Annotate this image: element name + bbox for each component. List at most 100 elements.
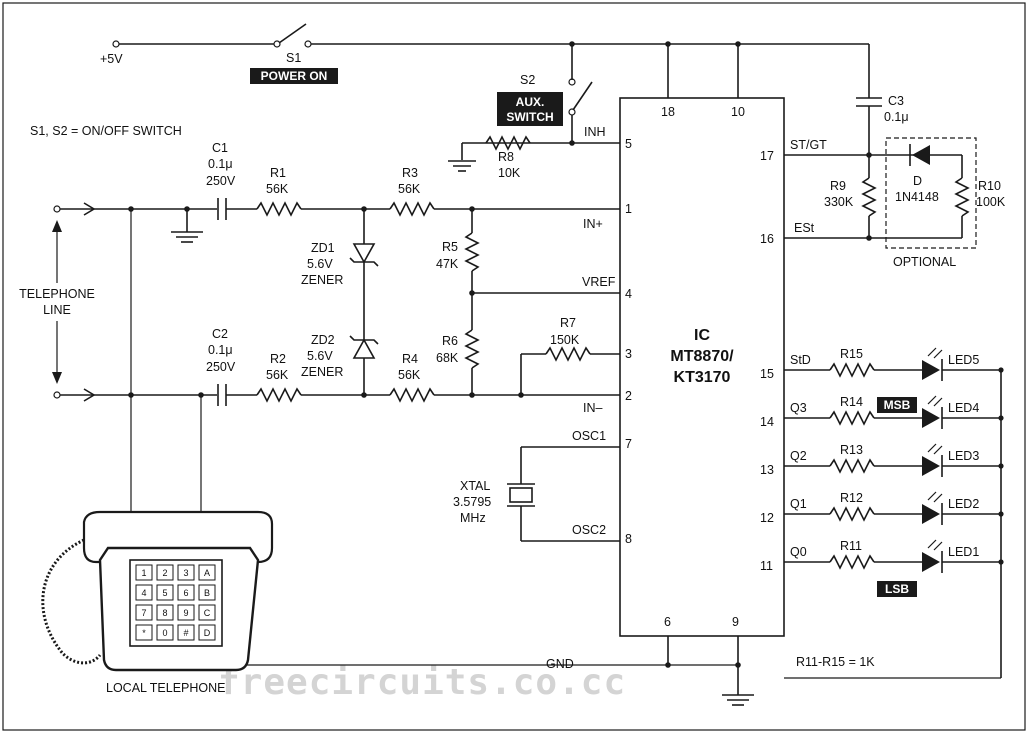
r6-name: R6 bbox=[442, 334, 458, 348]
r2-resistor bbox=[256, 387, 302, 403]
telephone-line-label-2: LINE bbox=[43, 303, 71, 317]
r13-name: R13 bbox=[840, 443, 863, 457]
r6-value: 68K bbox=[436, 351, 459, 365]
pin-q0-label: Q0 bbox=[790, 545, 807, 559]
c2-rating: 250V bbox=[206, 360, 236, 374]
r1-resistor bbox=[256, 201, 302, 217]
led3-ray-2 bbox=[933, 445, 943, 455]
pin-16: 16 bbox=[760, 232, 774, 246]
pin-12: 12 bbox=[760, 511, 774, 525]
zd1-name: ZD1 bbox=[311, 241, 335, 255]
led2-ray-1 bbox=[927, 491, 937, 501]
keypad-key-label: 3 bbox=[183, 568, 188, 578]
r7-resistor bbox=[545, 346, 591, 362]
diode-d bbox=[912, 145, 930, 165]
keypad-key-label: 4 bbox=[141, 588, 146, 598]
led4-ray-2 bbox=[933, 397, 943, 407]
diode-name: D bbox=[913, 174, 922, 188]
pin-15: 15 bbox=[760, 367, 774, 381]
c1-capacitor bbox=[217, 198, 257, 220]
pin-osc1-label: OSC1 bbox=[572, 429, 606, 443]
keypad-key-label: 6 bbox=[183, 588, 188, 598]
power-on-text: POWER ON bbox=[261, 69, 328, 83]
keypad-key-label: 0 bbox=[162, 628, 167, 638]
keypad-key-label: 1 bbox=[141, 568, 146, 578]
pin-1: 1 bbox=[625, 202, 632, 216]
r7-feedback bbox=[520, 346, 620, 395]
led4-icon bbox=[922, 408, 940, 428]
pin-14: 14 bbox=[760, 415, 774, 429]
keypad-key bbox=[198, 564, 216, 581]
r15-name: R15 bbox=[840, 347, 863, 361]
r5-resistor bbox=[464, 232, 480, 272]
keypad-key bbox=[135, 604, 153, 621]
pin-3: 3 bbox=[625, 347, 632, 361]
zd1-zener bbox=[352, 243, 376, 264]
keypad-key-label: * bbox=[142, 628, 146, 638]
keypad-key bbox=[156, 564, 174, 581]
s2-switch bbox=[461, 44, 620, 160]
r8-name: R8 bbox=[498, 150, 514, 164]
s1-switch-lever bbox=[278, 23, 307, 44]
pin-vref-label: VREF bbox=[582, 275, 616, 289]
led5-label: LED5 bbox=[948, 353, 979, 367]
pin-17: 17 bbox=[760, 149, 774, 163]
crystal-oscillator bbox=[507, 446, 620, 542]
r10-resistor bbox=[954, 177, 970, 217]
s2-switch-lever bbox=[572, 81, 593, 111]
pin-inh-label: INH bbox=[584, 125, 606, 139]
aux-switch-line2: SWITCH bbox=[506, 110, 553, 124]
r8-resistor bbox=[485, 135, 531, 151]
keypad-key bbox=[135, 564, 153, 581]
c2-name: C2 bbox=[212, 327, 228, 341]
pin-2: 2 bbox=[625, 389, 632, 403]
pin-in-minus-label: IN– bbox=[583, 401, 603, 415]
r11-resistor bbox=[829, 554, 875, 570]
s2-label: S2 bbox=[520, 73, 535, 87]
r4-resistor bbox=[389, 387, 435, 403]
keypad-key bbox=[198, 624, 216, 641]
pin-8: 8 bbox=[625, 532, 632, 546]
pin-9: 9 bbox=[732, 615, 739, 629]
lsb-text: LSB bbox=[885, 582, 909, 596]
r3-resistor bbox=[389, 201, 435, 217]
optional-box bbox=[885, 137, 977, 249]
msb-tag bbox=[877, 397, 917, 413]
zd2-zener bbox=[352, 338, 376, 359]
aux-switch-line1: AUX. bbox=[516, 95, 545, 109]
r6-resistor bbox=[464, 329, 480, 369]
r14-resistor bbox=[829, 410, 875, 426]
r11-name: R11 bbox=[840, 539, 862, 553]
r10-name: R10 bbox=[978, 179, 1001, 193]
c1-value: 0.1μ bbox=[208, 157, 233, 171]
r2-name: R2 bbox=[270, 352, 286, 366]
pin-7: 7 bbox=[625, 437, 632, 451]
keypad-key bbox=[156, 604, 174, 621]
r12-name: R12 bbox=[840, 491, 863, 505]
r10-value: 100K bbox=[976, 195, 1006, 209]
led1-label: LED1 bbox=[948, 545, 979, 559]
led3-icon bbox=[922, 456, 940, 476]
telephone-label: LOCAL TELEPHONE bbox=[106, 681, 226, 695]
led5-ray-1 bbox=[927, 347, 937, 357]
led2-ray-2 bbox=[933, 493, 943, 503]
zd2-name: ZD2 bbox=[311, 333, 335, 347]
keypad-key bbox=[198, 584, 216, 601]
crystal-name: XTAL bbox=[460, 479, 490, 493]
pin-q1-label: Q1 bbox=[790, 497, 807, 511]
keypad-key bbox=[135, 584, 153, 601]
led-resistor-note: R11-R15 = 1K bbox=[796, 655, 875, 669]
pin-6: 6 bbox=[664, 615, 671, 629]
zd2-value: 5.6V bbox=[307, 349, 333, 363]
line-label-bg bbox=[10, 283, 106, 321]
led4-ray-1 bbox=[927, 395, 937, 405]
led3-label: LED3 bbox=[948, 449, 979, 463]
c3-value: 0.1μ bbox=[884, 110, 909, 124]
ic-label: IC bbox=[694, 327, 710, 344]
lsb-tag bbox=[877, 581, 917, 597]
r15-resistor bbox=[829, 362, 875, 378]
power-on-tag bbox=[250, 68, 338, 84]
